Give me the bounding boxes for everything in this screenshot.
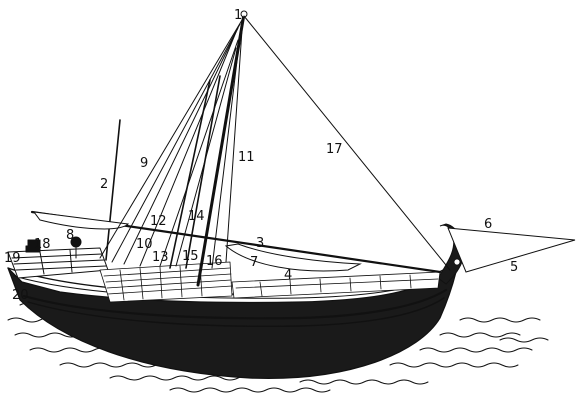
callout-1: 1: [234, 8, 242, 23]
callout-3: 3: [256, 236, 264, 251]
callout-18: 18: [34, 237, 51, 252]
callout-5: 5: [510, 260, 518, 275]
rigging: [99, 15, 451, 271]
callout-13: 13: [152, 250, 169, 265]
callout-8: 8: [66, 228, 74, 243]
callout-4: 4: [284, 268, 292, 283]
callout-11: 11: [238, 150, 255, 165]
figures: [27, 236, 82, 259]
mast: [196, 10, 248, 287]
callout-2: 2: [100, 177, 108, 192]
callout-16: 16: [206, 254, 223, 269]
callout-9: 9: [140, 156, 148, 171]
callout-20: 20: [12, 288, 29, 303]
callout-10: 10: [136, 237, 153, 252]
callout-6: 6: [484, 217, 492, 232]
pennant: [447, 227, 576, 273]
callout-12: 12: [150, 214, 167, 229]
callout-14: 14: [188, 209, 205, 224]
stern-deckhouse: [7, 245, 109, 279]
callout-17: 17: [326, 142, 343, 157]
callouts: 1 2 3 4 5 6 7 8 9 10 11 12 13 14 15 16 1…: [4, 8, 518, 303]
callout-7: 7: [250, 255, 258, 270]
callout-15: 15: [182, 249, 199, 264]
yard: [30, 210, 442, 274]
callout-19: 19: [4, 251, 21, 266]
water: [7, 302, 549, 393]
stern-staff: [105, 119, 121, 261]
